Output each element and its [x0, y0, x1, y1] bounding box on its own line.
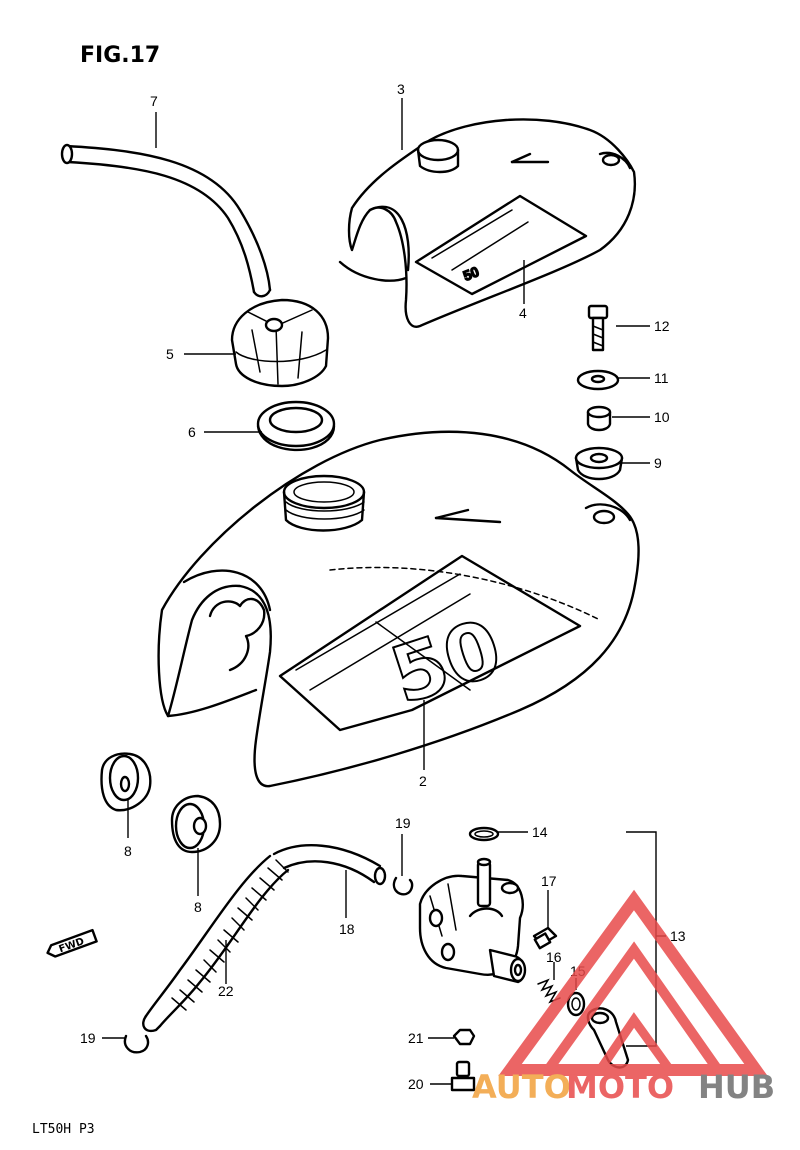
cushion-part-9 — [574, 446, 624, 481]
callout-16: 16 — [546, 949, 562, 965]
breather-hose-part-7 — [60, 143, 272, 298]
cushion-part-8-a — [100, 752, 152, 812]
callout-2: 2 — [419, 773, 427, 789]
callout-6: 6 — [188, 424, 196, 440]
callout-19-a: 19 — [395, 815, 411, 831]
spring-part-16 — [537, 978, 561, 1004]
callout-5: 5 — [166, 346, 174, 362]
callout-12: 12 — [654, 318, 670, 334]
callout-11: 11 — [654, 370, 669, 386]
figure-title: FIG.17 — [80, 43, 160, 68]
screw-part-20 — [450, 1060, 476, 1092]
collar-part-10 — [586, 405, 612, 432]
clip-part-19-lower — [123, 1034, 150, 1054]
watermark-logo: AUTO MOTO HUB — [472, 889, 775, 1106]
screw-part-17 — [532, 926, 558, 950]
watermark-mid-mark-icon — [596, 1012, 674, 1073]
bolt-part-12 — [587, 304, 609, 352]
bracket-part-13 — [626, 831, 657, 1047]
callout-17: 17 — [541, 873, 557, 889]
callout-3: 3 — [397, 81, 405, 97]
fuel-tank-part-2: 50 — [157, 430, 640, 788]
watermark-triangle-icon — [498, 889, 768, 1076]
callout-18: 18 — [339, 921, 355, 937]
callout-22: 22 — [218, 983, 234, 999]
callout-10: 10 — [654, 409, 670, 425]
callout-4: 4 — [519, 305, 527, 321]
filler-ring-part-6 — [256, 400, 336, 452]
watermark-inner-triangle-icon — [543, 941, 723, 1073]
hose-protector-part-22 — [142, 854, 290, 1033]
washer-part-11 — [576, 369, 620, 391]
callout-7: 7 — [150, 93, 158, 109]
callout-14: 14 — [532, 824, 548, 840]
callout-13: 13 — [670, 928, 686, 944]
tank-cover-badge: 50 — [461, 263, 482, 284]
o-ring-part-15 — [566, 991, 586, 1017]
tank-badge: 50 — [381, 603, 512, 722]
callout-20: 20 — [408, 1076, 424, 1092]
callout-8-a: 8 — [124, 843, 132, 859]
callout-8-b: 8 — [194, 899, 202, 915]
callout-19-b: 19 — [80, 1030, 96, 1046]
watermark-text-moto: MOTO — [566, 1068, 674, 1106]
callout-9: 9 — [654, 455, 662, 471]
leader-lines — [102, 98, 666, 1085]
forward-label: FWD — [57, 936, 85, 955]
forward-arrow-icon: FWD — [46, 928, 98, 958]
cushion-part-8-b — [170, 794, 222, 854]
fuel-cap-part-5 — [230, 298, 330, 388]
watermark-text-auto: AUTO — [472, 1068, 571, 1106]
clip-part-19-upper — [392, 876, 414, 896]
o-ring-part-14 — [468, 826, 500, 842]
fuel-cock-assembly — [418, 857, 527, 984]
footer-code: LT50H P3 — [32, 1122, 95, 1137]
washer-part-21 — [452, 1028, 476, 1046]
watermark-text-hub: HUB — [698, 1068, 775, 1106]
fuel-hose-part-18 — [272, 844, 387, 886]
tank-cover-part-3: 50 — [338, 118, 636, 328]
callout-21: 21 — [408, 1030, 424, 1046]
